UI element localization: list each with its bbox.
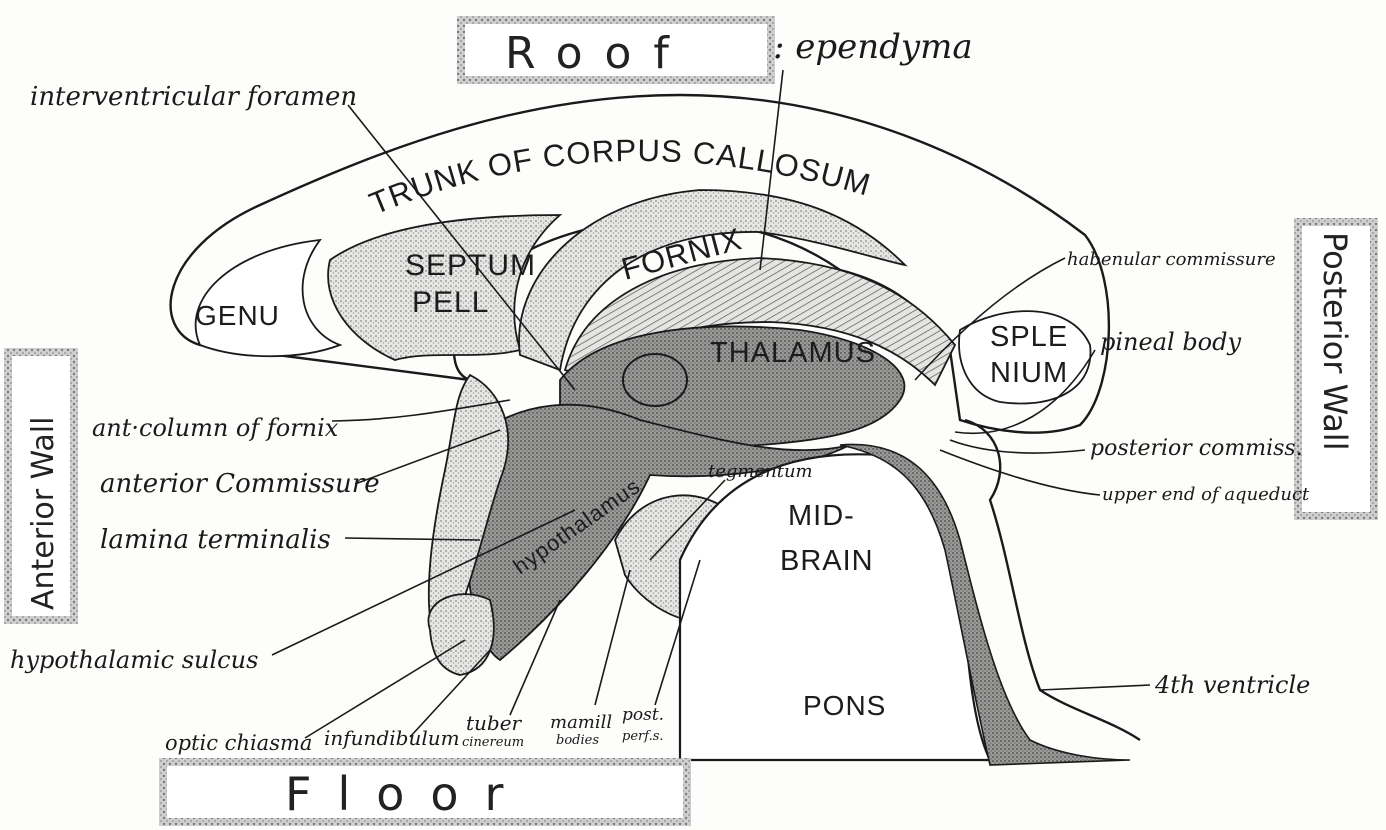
label-mamill-2: bodies (556, 733, 599, 748)
label-interventricular-foramen: interventricular foramen (30, 82, 357, 112)
label-habenular-commissure: habenular commissure (1067, 249, 1276, 270)
leader-posterior-commiss (950, 440, 1085, 453)
leader-mamill (595, 570, 630, 705)
label-upper-end-aqueduct: upper end of aqueduct (1102, 484, 1310, 505)
label-mamill-1: mamill (550, 712, 612, 733)
optic-chiasma-shape (428, 594, 493, 675)
label-ant-column-fornix: ant·column of fornix (92, 414, 339, 442)
label-pineal-body: pineal body (1100, 328, 1241, 356)
label-infundibulum: infundibulum (324, 726, 460, 750)
label-posterior-commiss: posterior commiss. (1090, 436, 1303, 461)
label-hypothalamic-sulcus: hypothalamic sulcus (10, 646, 258, 674)
posterior-wall-text: Posterior Wall (1316, 232, 1354, 451)
anterior-wall-text: Anterior Wall (26, 417, 61, 610)
label-optic-chiasma: optic chiasma (165, 731, 312, 755)
septum-label-1: SEPTUM (405, 249, 536, 282)
tegmentum-label: tegmentum (708, 461, 813, 482)
label-post-1: post. (622, 705, 664, 725)
leader-fourth-ventricle (1040, 685, 1150, 690)
roof-note: : ependyma (773, 27, 973, 67)
label-post-2: perf.s. (622, 729, 664, 744)
leader-optic-chiasma (305, 640, 465, 738)
label-anterior-commissure: anterior Commissure (100, 469, 380, 499)
pons-label: PONS (803, 690, 886, 721)
genu-label: GENU (195, 300, 280, 331)
thalamus-label: THALAMUS (710, 337, 876, 369)
roof-box-text: Roof (505, 28, 691, 79)
label-tuber-2: cinereum (462, 735, 524, 750)
label-fourth-ventricle: 4th ventricle (1154, 671, 1310, 699)
splenium-label-2: NIUM (990, 357, 1068, 389)
genu-region (196, 240, 340, 356)
label-lamina-terminalis: lamina terminalis (100, 525, 331, 555)
septum-label-2: PELL (412, 286, 489, 319)
splenium-label-1: SPLE (990, 321, 1068, 353)
midbrain-label-1: MID- (788, 500, 855, 532)
floor-box-text: Floor (285, 767, 529, 821)
leader-upper-aqueduct (940, 450, 1100, 495)
label-tuber-1: tuber (466, 711, 523, 735)
midbrain-label-2: BRAIN (780, 545, 874, 577)
